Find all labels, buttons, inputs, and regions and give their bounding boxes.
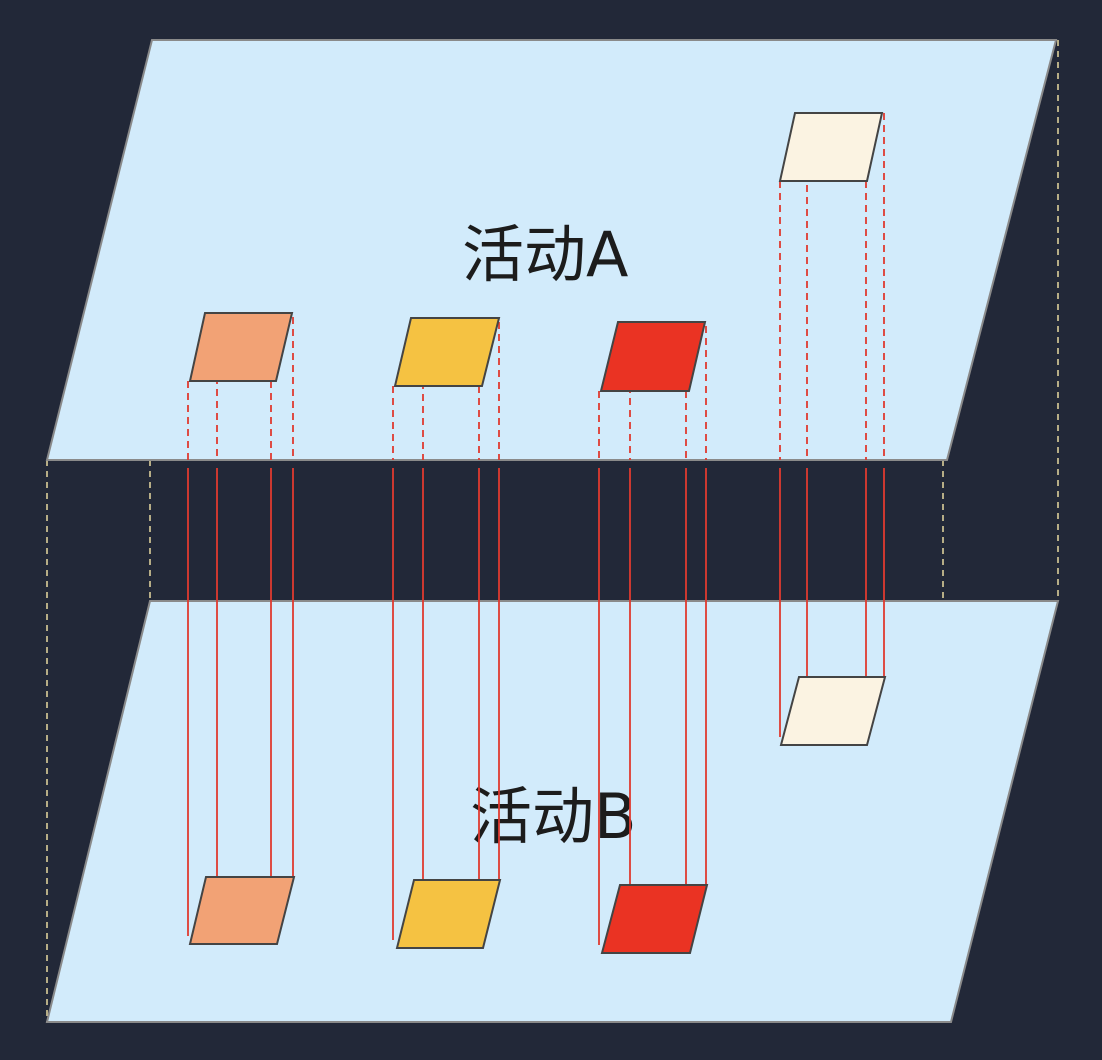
- plane-activity-b-label: 活动B: [470, 780, 637, 853]
- tile-cream-activity-b: [779, 676, 887, 746]
- tile-red-activity-b: [600, 884, 709, 954]
- tile-orange-activity-b: [188, 876, 296, 945]
- tile-yellow-activity-b: [395, 879, 502, 949]
- tile-orange-activity-a: [188, 312, 294, 382]
- tile-connectors: [187, 113, 885, 945]
- tile-red-activity-a: [599, 321, 707, 392]
- tile-yellow-activity-a: [393, 317, 501, 387]
- tiles: [188, 112, 887, 954]
- tile-cream-activity-a: [778, 112, 884, 182]
- plane-activity-a-label: 活动A: [462, 218, 628, 291]
